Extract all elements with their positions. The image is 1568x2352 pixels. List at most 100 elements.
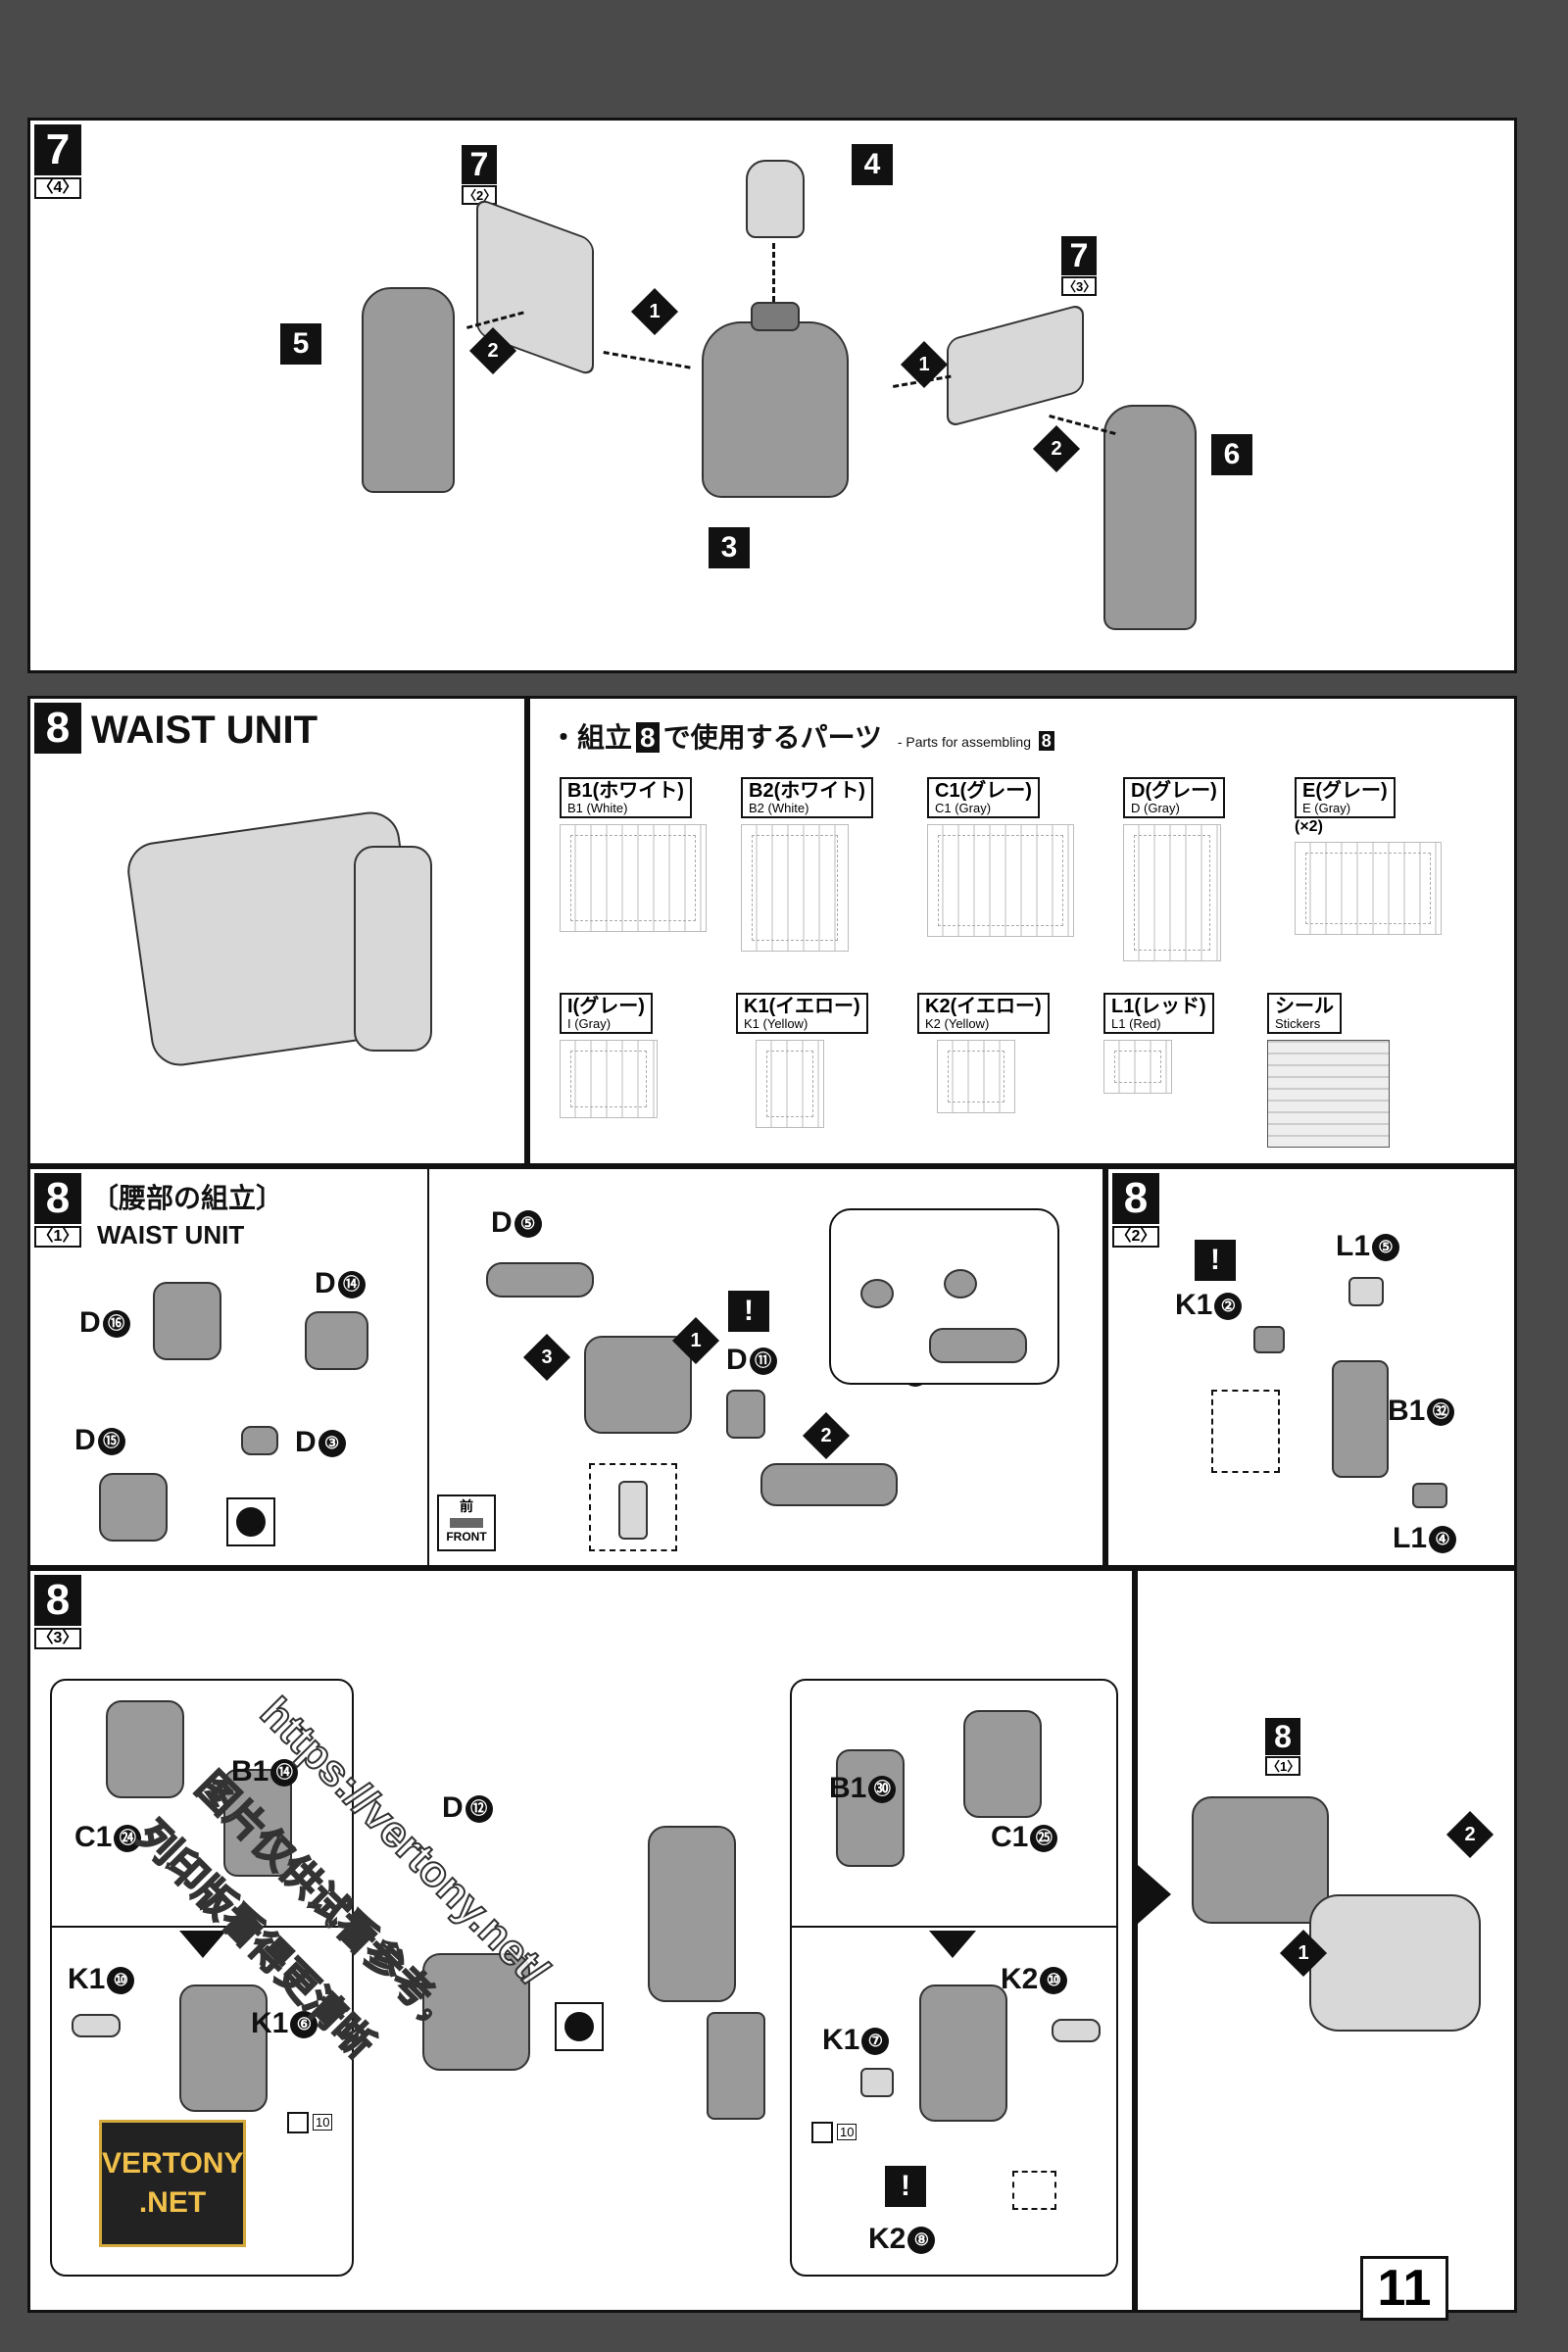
ref-step-sub: 〈1〉 [1265,1756,1300,1776]
part-left-frame [106,1700,184,1798]
part-right-k2-10 [1052,2019,1101,2042]
parts-heading-jp: ・組立 [550,722,633,753]
ref-step-number: 8 [1265,1718,1300,1755]
detail-callout [829,1208,1059,1385]
down-arrow-left [179,1931,226,1958]
runner-k1: K1(イエロー)K1 (Yellow) [736,993,873,1128]
step8-3-subnumber: 〈3〉 [34,1628,81,1649]
step8-1-divider [427,1169,429,1565]
torso-core-part [702,321,849,498]
parts-heading-en: - Parts for assembling [897,734,1031,750]
step8-3-result-panel: 8 〈1〉 1 2 [1135,1568,1517,2313]
left-divider [52,1926,352,1928]
page-number: 11 [1360,2256,1448,2321]
k1-detail-box [1211,1390,1280,1473]
part-b1-32 [1332,1360,1389,1478]
detail-zoom-box [589,1463,677,1551]
order-2-left: 2 [468,326,517,375]
part-middle-shell [648,1826,736,2002]
front-arrow-icon [450,1518,483,1528]
vertony-logo: VERTONY .NET [99,2120,246,2247]
step8-1-number: 8 [34,1173,81,1224]
result-arrow [1138,1865,1171,1924]
manual-page: 7 〈4〉 7 〈2〉 4 7 〈3〉 5 3 6 1 2 1 2 8 WAIS… [27,118,1517,2332]
part-d16 [153,1282,221,1360]
component-4-badge: 4 [852,144,893,185]
runner-l1: L1(レッド)L1 (Red) [1103,993,1221,1094]
part-d11 [726,1390,765,1439]
step8-1-title-jp: 〔腰部の組立〕 [91,1183,284,1213]
part-d3 [241,1426,278,1455]
step7-panel: 7 〈4〉 7 〈2〉 4 7 〈3〉 5 3 6 1 2 1 2 [27,118,1517,673]
part-waist-joint [584,1336,692,1434]
right-subassembly-box: ! 10 [790,1679,1118,2277]
order-1-right: 1 [900,340,949,389]
part-e3-left [860,1279,894,1308]
step8-3-number: 8 [34,1575,81,1626]
part-middle-assembly [422,1953,530,2071]
part-left-assembled [179,1984,268,2112]
sticker-icon-right [811,2122,833,2143]
part-right-assembled [919,1984,1007,2122]
part-right-b1-30 [836,1749,905,1867]
runner-e-qty: (×2) [1295,818,1323,835]
part-l1-5 [1348,1277,1384,1306]
runner-d: D(グレー)D (Gray) [1123,777,1241,961]
part-d5 [486,1262,594,1298]
waist-core-result [1192,1796,1329,1924]
parts-heading-en-step: 8 [1038,731,1054,751]
head-part [746,160,805,238]
part-left-b1 [223,1769,292,1877]
step8-overview-panel: 8 WAIST UNIT [27,696,527,1166]
component-7-3-number: 7 [1061,236,1097,275]
right-divider [792,1926,1116,1928]
sticker-icon-left [287,2112,309,2133]
step8-2-subnumber: 〈2〉 [1112,1226,1159,1248]
part-d4-lower [760,1463,898,1506]
part-right-k1-7 [860,2068,894,2097]
order-2: 2 [802,1411,851,1460]
step7-number: 7 [34,124,81,175]
runner-i: I(グレー)I (Gray) [560,993,677,1118]
arrow-shoulder-left [603,351,691,369]
component-7-2-number: 7 [462,145,497,184]
sprue-cut-icon [226,1497,275,1546]
order-1-left: 1 [630,287,679,336]
sticker-sheet [1267,1040,1390,1148]
order-3: 3 [522,1333,571,1382]
zoom-part [618,1481,648,1540]
step8-title: WAIST UNIT [91,709,318,752]
part-l1-4 [1412,1483,1447,1508]
sticker-num-left: 10 [313,2114,333,2131]
front-indicator: 前 FRONT [437,1494,496,1551]
caution-badge-8-1: ! [728,1291,769,1332]
k2-detail-box [1012,2171,1056,2210]
step7-subnumber: 〈4〉 [34,177,81,199]
part-k1-2 [1253,1326,1285,1353]
front-jp: 前 [460,1498,473,1514]
result-order-1: 1 [1279,1929,1328,1978]
part-d14 [305,1311,368,1370]
down-arrow-right [929,1931,976,1958]
runner-e: E(グレー)E (Gray) (×2) [1295,777,1461,935]
arm-right-part [1103,405,1197,630]
step8-2-number: 8 [1112,1173,1159,1224]
arrow-head-to-torso [772,243,775,302]
part-d4 [929,1328,1027,1363]
